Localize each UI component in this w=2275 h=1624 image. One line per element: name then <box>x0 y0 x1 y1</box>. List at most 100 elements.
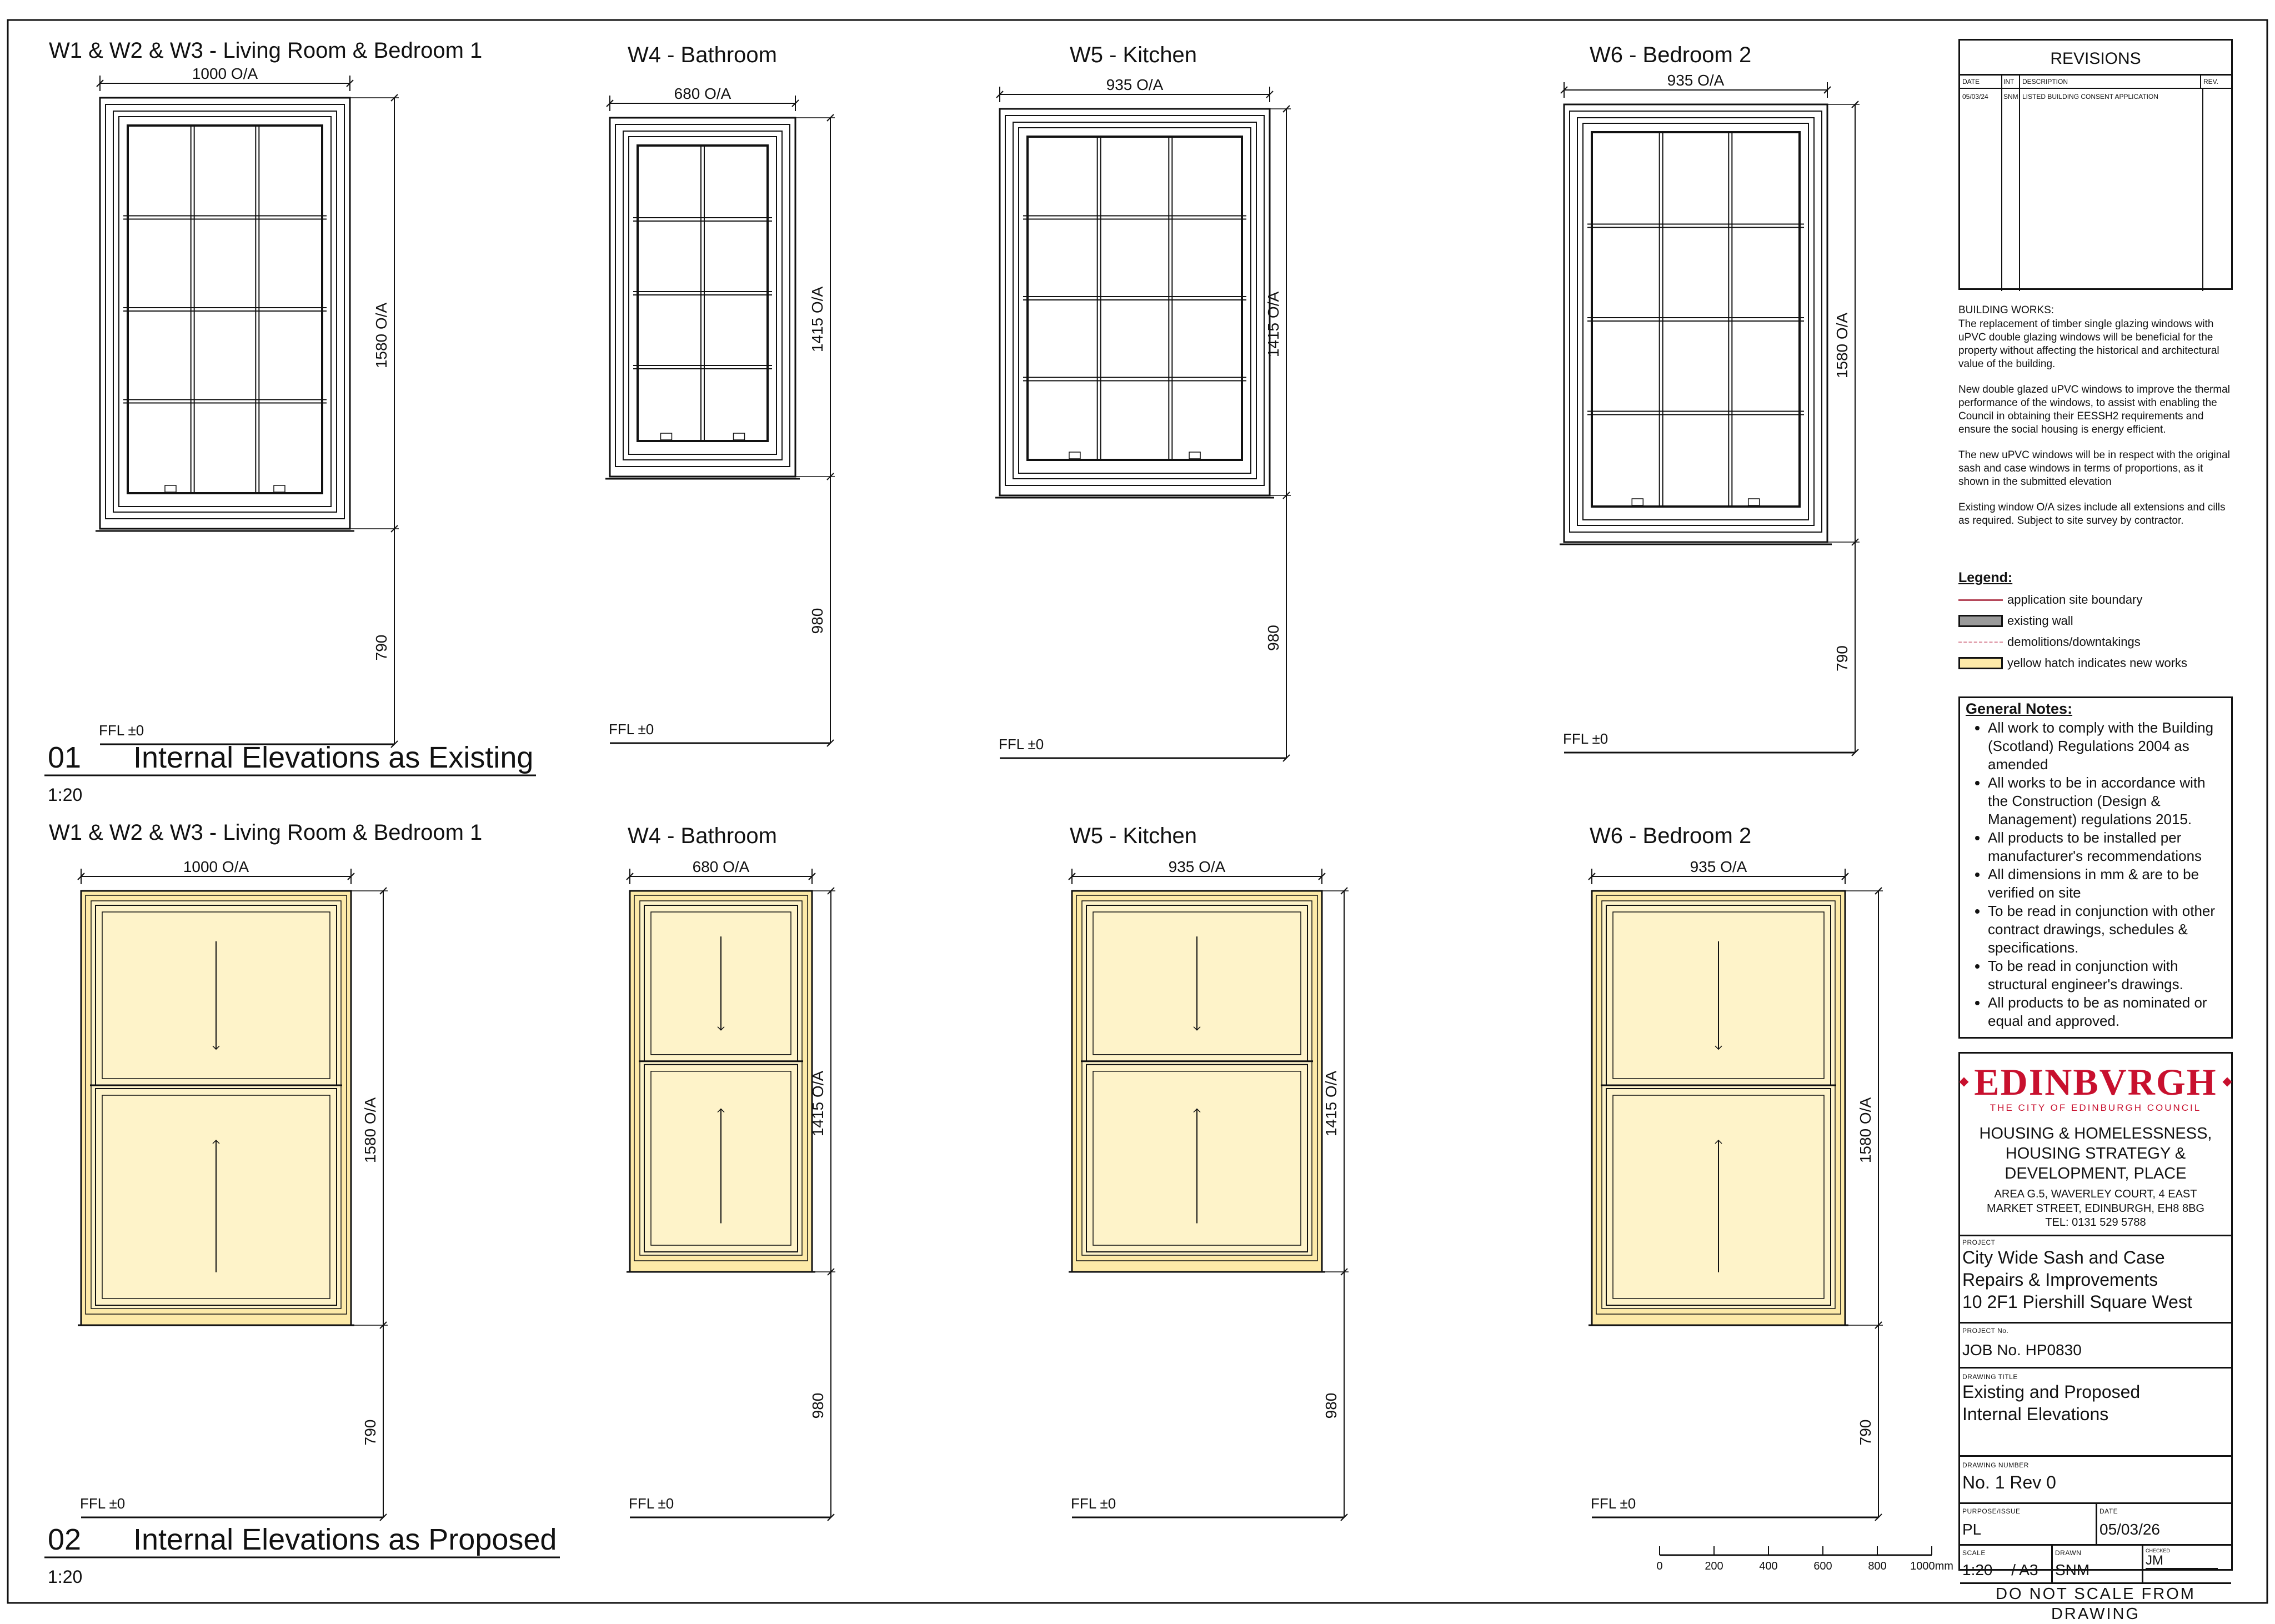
sash-lift-hook <box>660 433 673 440</box>
drawing-number-section: DRAWING NUMBER No. 1 Rev 0 <box>1960 1461 2231 1504</box>
sill-dimension-text: 790 <box>1833 645 1851 671</box>
scale-cell: SCALE 1:20 / A3 <box>1960 1546 2053 1582</box>
labels-layer: W1 & W2 & W3 - Living Room & Bedroom 1 10… <box>44 38 1883 1587</box>
proposed-window <box>1589 890 1848 1326</box>
window-frame-line <box>1569 111 1822 533</box>
section-number: 02 <box>48 1523 81 1556</box>
proposed-window <box>78 890 354 1326</box>
purpose-value: PL <box>1962 1521 1982 1538</box>
checked-value: JM <box>2146 1553 2218 1569</box>
existing-window <box>605 117 800 480</box>
window-frame-line <box>623 131 783 460</box>
dimension-tick <box>390 94 398 102</box>
existing-window <box>995 108 1274 499</box>
section-title-text: Internal Elevations as Existing <box>133 741 533 774</box>
dimension-tick <box>996 91 1004 98</box>
title-block: EDINBVRGH THE CITY OF EDINBURGH COUNCIL … <box>1958 1052 2233 1623</box>
building-works-para-1: The replacement of timber single glazing… <box>1958 318 2219 370</box>
drawing-title-section: DRAWING TITLE Existing and Proposed Inte… <box>1960 1373 2231 1457</box>
width-dimension-text: 935 O/A <box>1169 858 1226 875</box>
logo-diamond-icon <box>2222 1077 2232 1087</box>
window-outer-frame <box>1563 103 1828 543</box>
window-outer-frame <box>999 108 1271 497</box>
window-frame-line <box>113 111 337 513</box>
scale-bar-label: 1000mm <box>1910 1560 1953 1572</box>
drawn-label: DRAWN <box>2055 1549 2082 1557</box>
revisions-col-description: DESCRIPTION <box>2020 76 2201 88</box>
project-label: PROJECT <box>1962 1239 1996 1246</box>
proposed-window <box>627 890 815 1273</box>
dimension-tick <box>379 887 387 895</box>
dimension-tick <box>1282 492 1290 499</box>
width-dimension-text: 1000 O/A <box>192 65 258 82</box>
checked-cell: CHECKED JM <box>2143 1546 2231 1582</box>
scale-label: SCALE <box>1962 1549 1986 1557</box>
pink-dashed-swatch <box>1958 636 2003 648</box>
dimension-tick <box>1588 873 1596 880</box>
legend-item-site-boundary: application site boundary <box>1958 589 2231 610</box>
yellow-fill-swatch <box>1958 657 2003 669</box>
window-frame-line <box>1577 117 1815 526</box>
address-line-3: TEL: 0131 529 5788 <box>2045 1216 2146 1229</box>
scale-bar-label: 200 <box>1705 1560 1723 1572</box>
dimension-tick <box>1318 873 1326 880</box>
section-title-text: Internal Elevations as Proposed <box>133 1523 557 1556</box>
project-no-label: PROJECT No. <box>1962 1327 2009 1335</box>
glazing-frame <box>127 124 323 494</box>
revisions-body: 05/03/24 SNM LISTED BUILDING CONSENT APP… <box>1960 89 2231 291</box>
window-title: W1 & W2 & W3 - Living Room & Bedroom 1 <box>49 38 482 63</box>
general-notes-panel: General Notes: All work to comply with t… <box>1958 696 2233 1039</box>
do-not-scale-note: DO NOT SCALE FROM DRAWING <box>1996 1585 2196 1623</box>
existing-window <box>96 97 354 532</box>
sill-dimension-text: 980 <box>809 608 826 634</box>
drawn-cell: DRAWN SNM <box>2053 1546 2143 1582</box>
height-dimension-text: 1415 O/A <box>1265 292 1282 358</box>
revisions-col-rev: REV. <box>2203 78 2218 86</box>
ffl-label: FFL ±0 <box>629 1495 674 1512</box>
address-line-1: AREA G.5, WAVERLEY COURT, 4 EAST <box>1994 1188 2197 1200</box>
ffl-label: FFL ±0 <box>999 736 1044 753</box>
drawing-number-label: DRAWING NUMBER <box>1962 1461 2029 1469</box>
dimension-tick <box>1560 86 1568 94</box>
dimension-tick <box>1340 1268 1348 1276</box>
project-line-3: 10 2F1 Piershill Square West <box>1962 1292 2192 1312</box>
dimension-tick <box>347 873 355 880</box>
drawing-title-line-2: Internal Elevations <box>1962 1404 2109 1424</box>
dimension-tick <box>1841 873 1849 880</box>
general-note-3: All products to be installed per manufac… <box>1988 829 2231 865</box>
section-scale: 1:20 <box>48 1567 82 1587</box>
dimension-tick <box>1823 86 1831 94</box>
window-frame-line <box>1005 115 1265 486</box>
ffl-label: FFL ±0 <box>1563 730 1608 747</box>
legend-label: demolitions/downtakings <box>2007 635 2141 649</box>
grey-fill-swatch <box>1958 615 2003 627</box>
sash-lift-hook <box>1631 498 1644 506</box>
general-note-5: To be read in conjunction with other con… <box>1988 902 2231 957</box>
window-dimensions: W1 & W2 & W3 - Living Room & Bedroom 1 10… <box>49 38 482 748</box>
window-frame-line <box>1582 123 1809 520</box>
building-works-para-4: Existing window O/A sizes include all ex… <box>1958 502 2226 527</box>
revisions-header-row: DATE INT DESCRIPTION REV. <box>1960 76 2231 89</box>
window-frame-line <box>105 104 345 519</box>
dimension-tick <box>827 887 835 895</box>
dimension-tick <box>1068 873 1076 880</box>
scale-value: 1:20 <box>1962 1561 1993 1578</box>
sill-dimension-text: 980 <box>1265 625 1282 651</box>
scale-drawn-section: SCALE 1:20 / A3 DRAWN SNM CHECKED JM <box>1960 1546 2231 1584</box>
address-line-2: MARKET STREET, EDINBURGH, EH8 8BG <box>1987 1202 2204 1215</box>
sheet-border <box>7 19 2268 1604</box>
dimension-tick <box>826 473 834 480</box>
window-frame-line <box>118 116 332 507</box>
logo-diamond-icon <box>1959 1077 1969 1087</box>
general-notes-title: General Notes: <box>1966 700 2073 717</box>
purpose-label: PURPOSE/ISSUE <box>1962 1507 2021 1515</box>
window-title: W4 - Bathroom <box>628 824 777 848</box>
purpose-cell: PURPOSE/ISSUE PL <box>1960 1504 2097 1544</box>
section-title: 02 Internal Elevations as Proposed 1:20 <box>44 1523 560 1587</box>
scale-bar-label: 800 <box>1868 1560 1886 1572</box>
